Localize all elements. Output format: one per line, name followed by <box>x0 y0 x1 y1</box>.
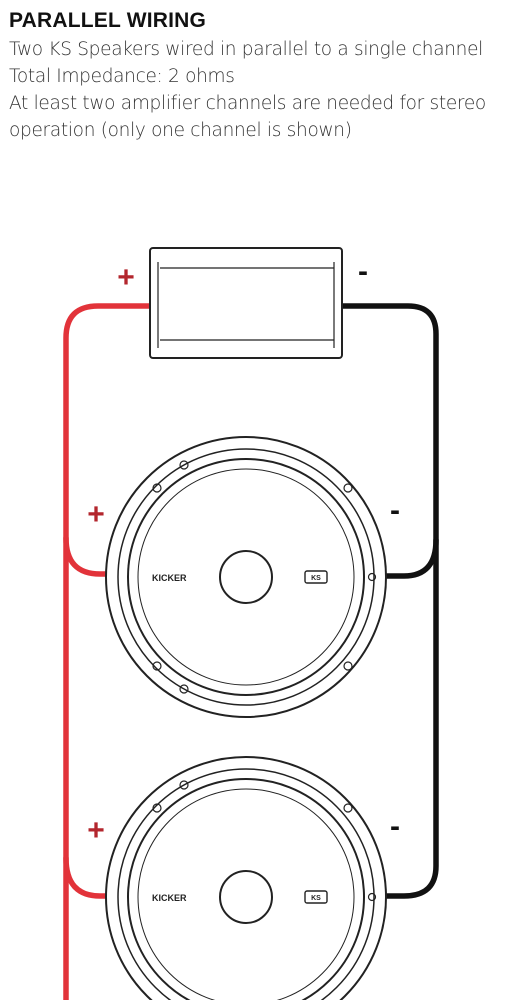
impedance-line: Total Impedance: 2 ohms <box>9 66 235 87</box>
positive-wire-amp-to-bus <box>63 303 155 1000</box>
amp-positive-label: + <box>117 261 135 294</box>
amp-negative-label: - <box>358 255 368 288</box>
negative-wire-speaker-1 <box>381 537 439 579</box>
speaker-1-brand: KICKER <box>152 573 187 583</box>
negative-wire-amp-to-bus <box>339 303 439 899</box>
negative-wires <box>339 303 439 899</box>
speaker-2-positive-label: + <box>87 814 105 847</box>
speaker-2-brand: KICKER <box>152 893 187 903</box>
description-line-1: Two KS Speakers wired in parallel to a s… <box>9 39 483 60</box>
header: PARALLEL WIRING Two KS Speakers wired in… <box>9 6 504 144</box>
page-title: PARALLEL WIRING <box>9 9 207 32</box>
speaker-1-positive-label: + <box>87 498 105 531</box>
speaker-2 <box>105 756 387 1000</box>
positive-wires <box>63 303 155 1000</box>
stereo-note-line-1: At least two amplifier channels are need… <box>9 93 486 114</box>
speaker-1-badge: KS <box>311 575 321 582</box>
speaker-2-badge: KS <box>311 895 321 902</box>
speaker-2-negative-label: - <box>390 810 400 843</box>
positive-wire-speaker-2 <box>63 855 113 899</box>
speaker-1-negative-label: - <box>390 494 400 527</box>
positive-wire-speaker-1 <box>63 535 113 577</box>
amplifier <box>149 247 343 359</box>
speaker-1 <box>105 436 387 718</box>
stereo-note-line-2: operation (only one channel is shown) <box>9 120 352 141</box>
